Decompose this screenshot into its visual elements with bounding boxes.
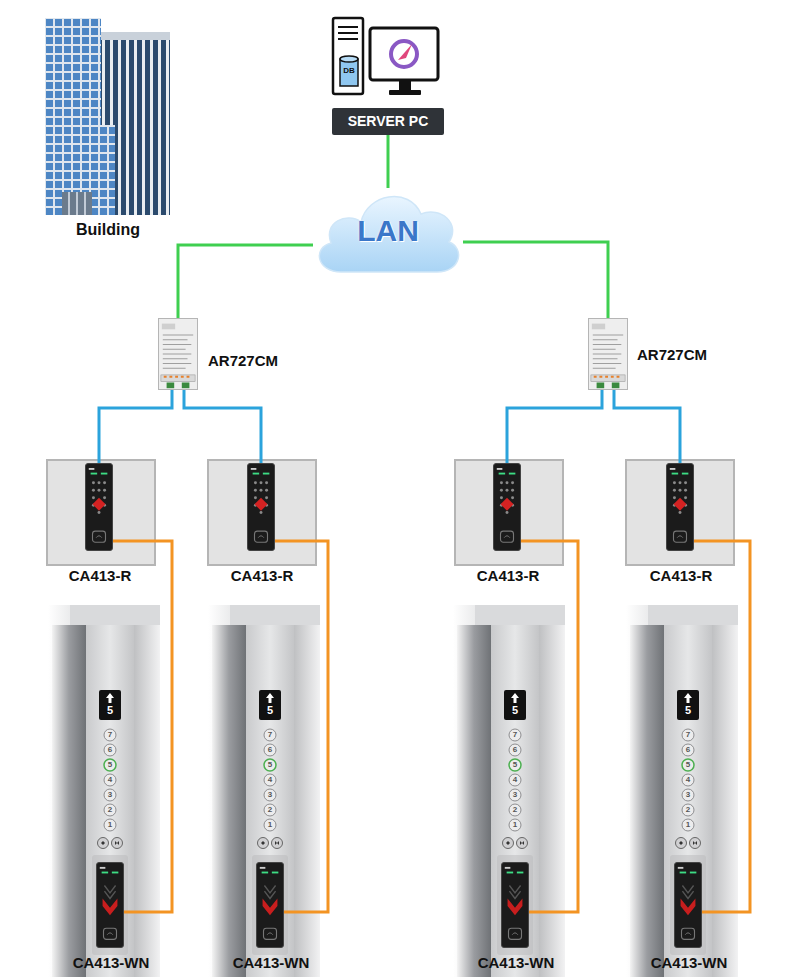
reader-detail — [494, 464, 520, 550]
reader-detail — [257, 863, 283, 947]
floor-button: 4 — [260, 775, 280, 785]
floor-button: 4 — [100, 775, 120, 785]
node-label: CA413-WN — [41, 954, 181, 971]
floor-display: 5 — [678, 704, 698, 716]
card-reader: CA413-R — [247, 463, 275, 551]
floor-button: 2 — [100, 805, 120, 815]
network-cable — [184, 390, 261, 463]
controller-detail — [589, 319, 627, 389]
network-cable — [507, 390, 602, 463]
reader-detail — [86, 464, 112, 550]
node-label: SERVER PC — [332, 113, 444, 129]
database-label: DB — [340, 66, 358, 76]
floor-display: 5 — [505, 704, 525, 716]
building-node: Building — [45, 18, 170, 215]
reader-detail — [675, 863, 701, 947]
node-label: AR727CM — [637, 346, 717, 363]
reader-detail — [248, 464, 274, 550]
reader-detail — [667, 464, 693, 550]
node-label: CA413-R — [438, 567, 578, 584]
elevator-illustration — [453, 605, 565, 977]
controller-detail — [159, 319, 197, 389]
card-reader: CA413-WN — [256, 862, 284, 948]
floor-button: 3 — [260, 790, 280, 800]
server-illustration — [333, 18, 438, 95]
node-label: CA413-WN — [446, 954, 586, 971]
floor-button: 3 — [505, 790, 525, 800]
card-reader: CA413-WN — [501, 862, 529, 948]
reader-detail — [97, 863, 123, 947]
floor-display: 5 — [100, 704, 120, 716]
building-illustration — [45, 18, 170, 215]
reader-detail — [502, 863, 528, 947]
floor-button: 4 — [505, 775, 525, 785]
floor-button: 5 — [678, 760, 698, 770]
floor-button: 2 — [260, 805, 280, 815]
network-cloud: LAN — [313, 188, 463, 278]
floor-display: 5 — [260, 704, 280, 716]
wall-box — [47, 460, 734, 565]
node-label: CA413-R — [30, 567, 170, 584]
floor-button: 6 — [260, 745, 280, 755]
card-reader: CA413-WN — [674, 862, 702, 948]
controller-box: AR727CM — [158, 318, 198, 390]
floor-button: 5 — [100, 760, 120, 770]
network-cable — [694, 541, 750, 912]
card-reader: CA413-R — [493, 463, 521, 551]
network-cable — [113, 541, 172, 912]
network-cable — [463, 242, 608, 318]
network-cable — [178, 245, 313, 318]
card-reader: CA413-WN — [96, 862, 124, 948]
network-cable — [387, 135, 390, 188]
network-cable — [521, 541, 578, 912]
network-cable — [275, 541, 328, 912]
floor-button: 1 — [260, 820, 280, 830]
floor-button: 1 — [100, 820, 120, 830]
floor-button: 7 — [100, 730, 120, 740]
card-reader: CA413-R — [85, 463, 113, 551]
node-label: AR727CM — [208, 352, 288, 369]
floor-button: 2 — [505, 805, 525, 815]
node-label: CA413-WN — [619, 954, 759, 971]
floor-button: 4 — [678, 775, 698, 785]
floor-button: 2 — [678, 805, 698, 815]
server-box: SERVER PC — [332, 108, 444, 135]
card-reader: CA413-R — [666, 463, 694, 551]
floor-button: 7 — [678, 730, 698, 740]
floor-button: 5 — [260, 760, 280, 770]
network-cable — [99, 390, 172, 463]
node-label: CA413-R — [611, 567, 751, 584]
floor-button: 3 — [678, 790, 698, 800]
elevator-illustration — [626, 605, 738, 977]
floor-button: 5 — [505, 760, 525, 770]
floor-button: 1 — [678, 820, 698, 830]
floor-button: 1 — [505, 820, 525, 830]
floor-button: 3 — [100, 790, 120, 800]
node-label: CA413-R — [192, 567, 332, 584]
node-label: Building — [41, 221, 175, 239]
elevator-illustration — [208, 605, 320, 977]
floor-button: 7 — [260, 730, 280, 740]
elevator-illustration — [48, 605, 160, 977]
floor-button: 6 — [100, 745, 120, 755]
floor-button: 6 — [678, 745, 698, 755]
network-cable — [614, 390, 680, 463]
controller-box: AR727CM — [588, 318, 628, 390]
node-label: CA413-WN — [201, 954, 341, 971]
node-label: LAN — [313, 214, 463, 248]
floor-button: 6 — [505, 745, 525, 755]
floor-button: 7 — [505, 730, 525, 740]
